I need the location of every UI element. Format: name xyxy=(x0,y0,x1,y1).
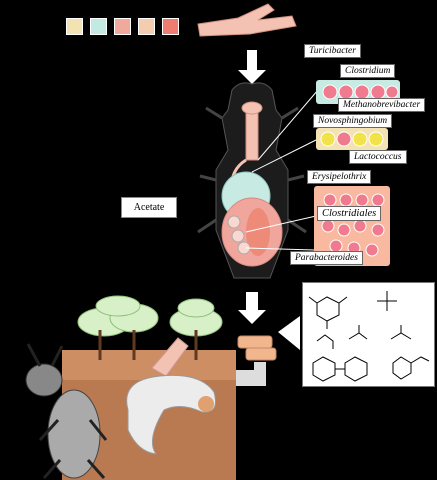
leader-lines xyxy=(245,89,319,251)
arrow-down-icon xyxy=(238,292,266,324)
arrow-right-icon xyxy=(278,316,300,350)
adult-beetle-icon xyxy=(25,343,108,479)
label-lactococcus: Lactococcus xyxy=(349,150,407,164)
legend-swatch-4 xyxy=(138,18,155,35)
legend-swatch-3 xyxy=(114,18,131,35)
beetle-topview-icon xyxy=(197,82,307,279)
label-clostridiales: Clostridiales xyxy=(317,206,382,221)
chemical-structures-panel xyxy=(302,282,435,387)
legend-swatch-2 xyxy=(90,18,107,35)
wood-pieces-icon xyxy=(237,335,277,361)
forest-scene xyxy=(25,295,236,480)
arrow-down-icon xyxy=(238,50,266,84)
acetate-label: Acetate xyxy=(121,197,177,218)
wood-log-icon xyxy=(197,3,297,37)
label-erysipelothrix: Erysipelothrix xyxy=(307,170,372,184)
label-methanobrevibacter: Methanobrevibacter xyxy=(338,98,426,112)
bacteria-cluster-2 xyxy=(316,128,388,150)
legend-swatch-1 xyxy=(66,18,83,35)
label-novosphingobium: Novosphingobium xyxy=(313,114,393,128)
label-turicibacter: Turicibacter xyxy=(304,44,361,58)
larva-icon xyxy=(126,374,216,455)
label-clostridium: Clostridium xyxy=(340,64,396,78)
legend-swatch-5 xyxy=(162,18,179,35)
chemical-structures-icon xyxy=(308,291,430,382)
label-parabacteroides: Parabacteroides xyxy=(290,251,363,265)
